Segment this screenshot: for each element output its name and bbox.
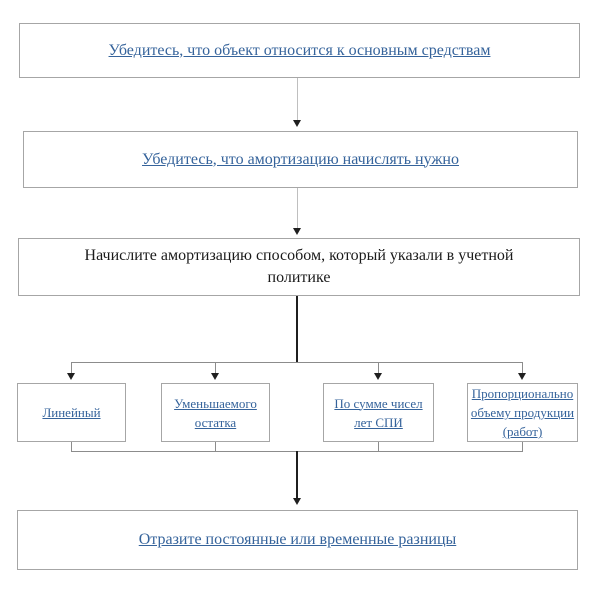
final-link[interactable]: Отразите постоянные или временные разниц… bbox=[138, 531, 457, 548]
arrowhead-method-2 bbox=[211, 373, 219, 380]
connector-method-1-merge bbox=[71, 442, 72, 451]
step-2-link[interactable]: Убедитесь, что амортизацию начислять нуж… bbox=[142, 150, 459, 168]
method-units-of-production-link[interactable]: Пропорционально объему продукции (работ) bbox=[470, 386, 575, 439]
arrowhead-method-3 bbox=[374, 373, 382, 380]
box-step-1-check-fixed-asset: Убедитесь, что объект относится к основн… bbox=[19, 23, 580, 78]
method-box-linear: Линейный bbox=[17, 383, 126, 442]
connector-branch-method-1 bbox=[71, 362, 72, 374]
method-box-declining-balance: Уменьшаемого остатка bbox=[161, 383, 270, 442]
connector-merge-final-line bbox=[296, 451, 298, 499]
arrowhead-step2-step3 bbox=[293, 228, 301, 235]
step-3-text: Начислите амортизацию способом, который … bbox=[84, 247, 514, 286]
branch-distribution-line-top bbox=[71, 362, 523, 363]
connector-method-2-merge bbox=[215, 442, 216, 451]
connector-step3-branch-line bbox=[296, 296, 298, 362]
arrowhead-method-4 bbox=[518, 373, 526, 380]
method-box-units-of-production: Пропорционально объему продукции (работ) bbox=[467, 383, 578, 442]
connector-branch-method-4 bbox=[522, 362, 523, 374]
arrowhead-final bbox=[293, 498, 301, 505]
connector-branch-method-3 bbox=[378, 362, 379, 374]
arrowhead-method-1 bbox=[67, 373, 75, 380]
box-step-3-accrue-depreciation-method: Начислите амортизацию способом, который … bbox=[18, 238, 580, 296]
box-step-2-check-depreciation-needed: Убедитесь, что амортизацию начислять нуж… bbox=[23, 131, 578, 188]
connector-step2-step3-line bbox=[297, 188, 298, 229]
method-declining-balance-link[interactable]: Уменьшаемого остатка bbox=[174, 395, 257, 430]
method-box-sum-of-years: По сумме чисел лет СПИ bbox=[323, 383, 434, 442]
step-1-link[interactable]: Убедитесь, что объект относится к основн… bbox=[108, 41, 491, 59]
method-sum-of-years-link[interactable]: По сумме чисел лет СПИ bbox=[334, 395, 423, 430]
connector-step1-step2-line bbox=[297, 78, 298, 121]
connector-method-4-merge bbox=[522, 442, 523, 451]
method-linear-link[interactable]: Линейный bbox=[42, 405, 101, 420]
connector-branch-method-2 bbox=[215, 362, 216, 374]
arrowhead-step1-step2 bbox=[293, 120, 301, 127]
connector-method-3-merge bbox=[378, 442, 379, 451]
box-final-reflect-differences: Отразите постоянные или временные разниц… bbox=[17, 510, 578, 570]
